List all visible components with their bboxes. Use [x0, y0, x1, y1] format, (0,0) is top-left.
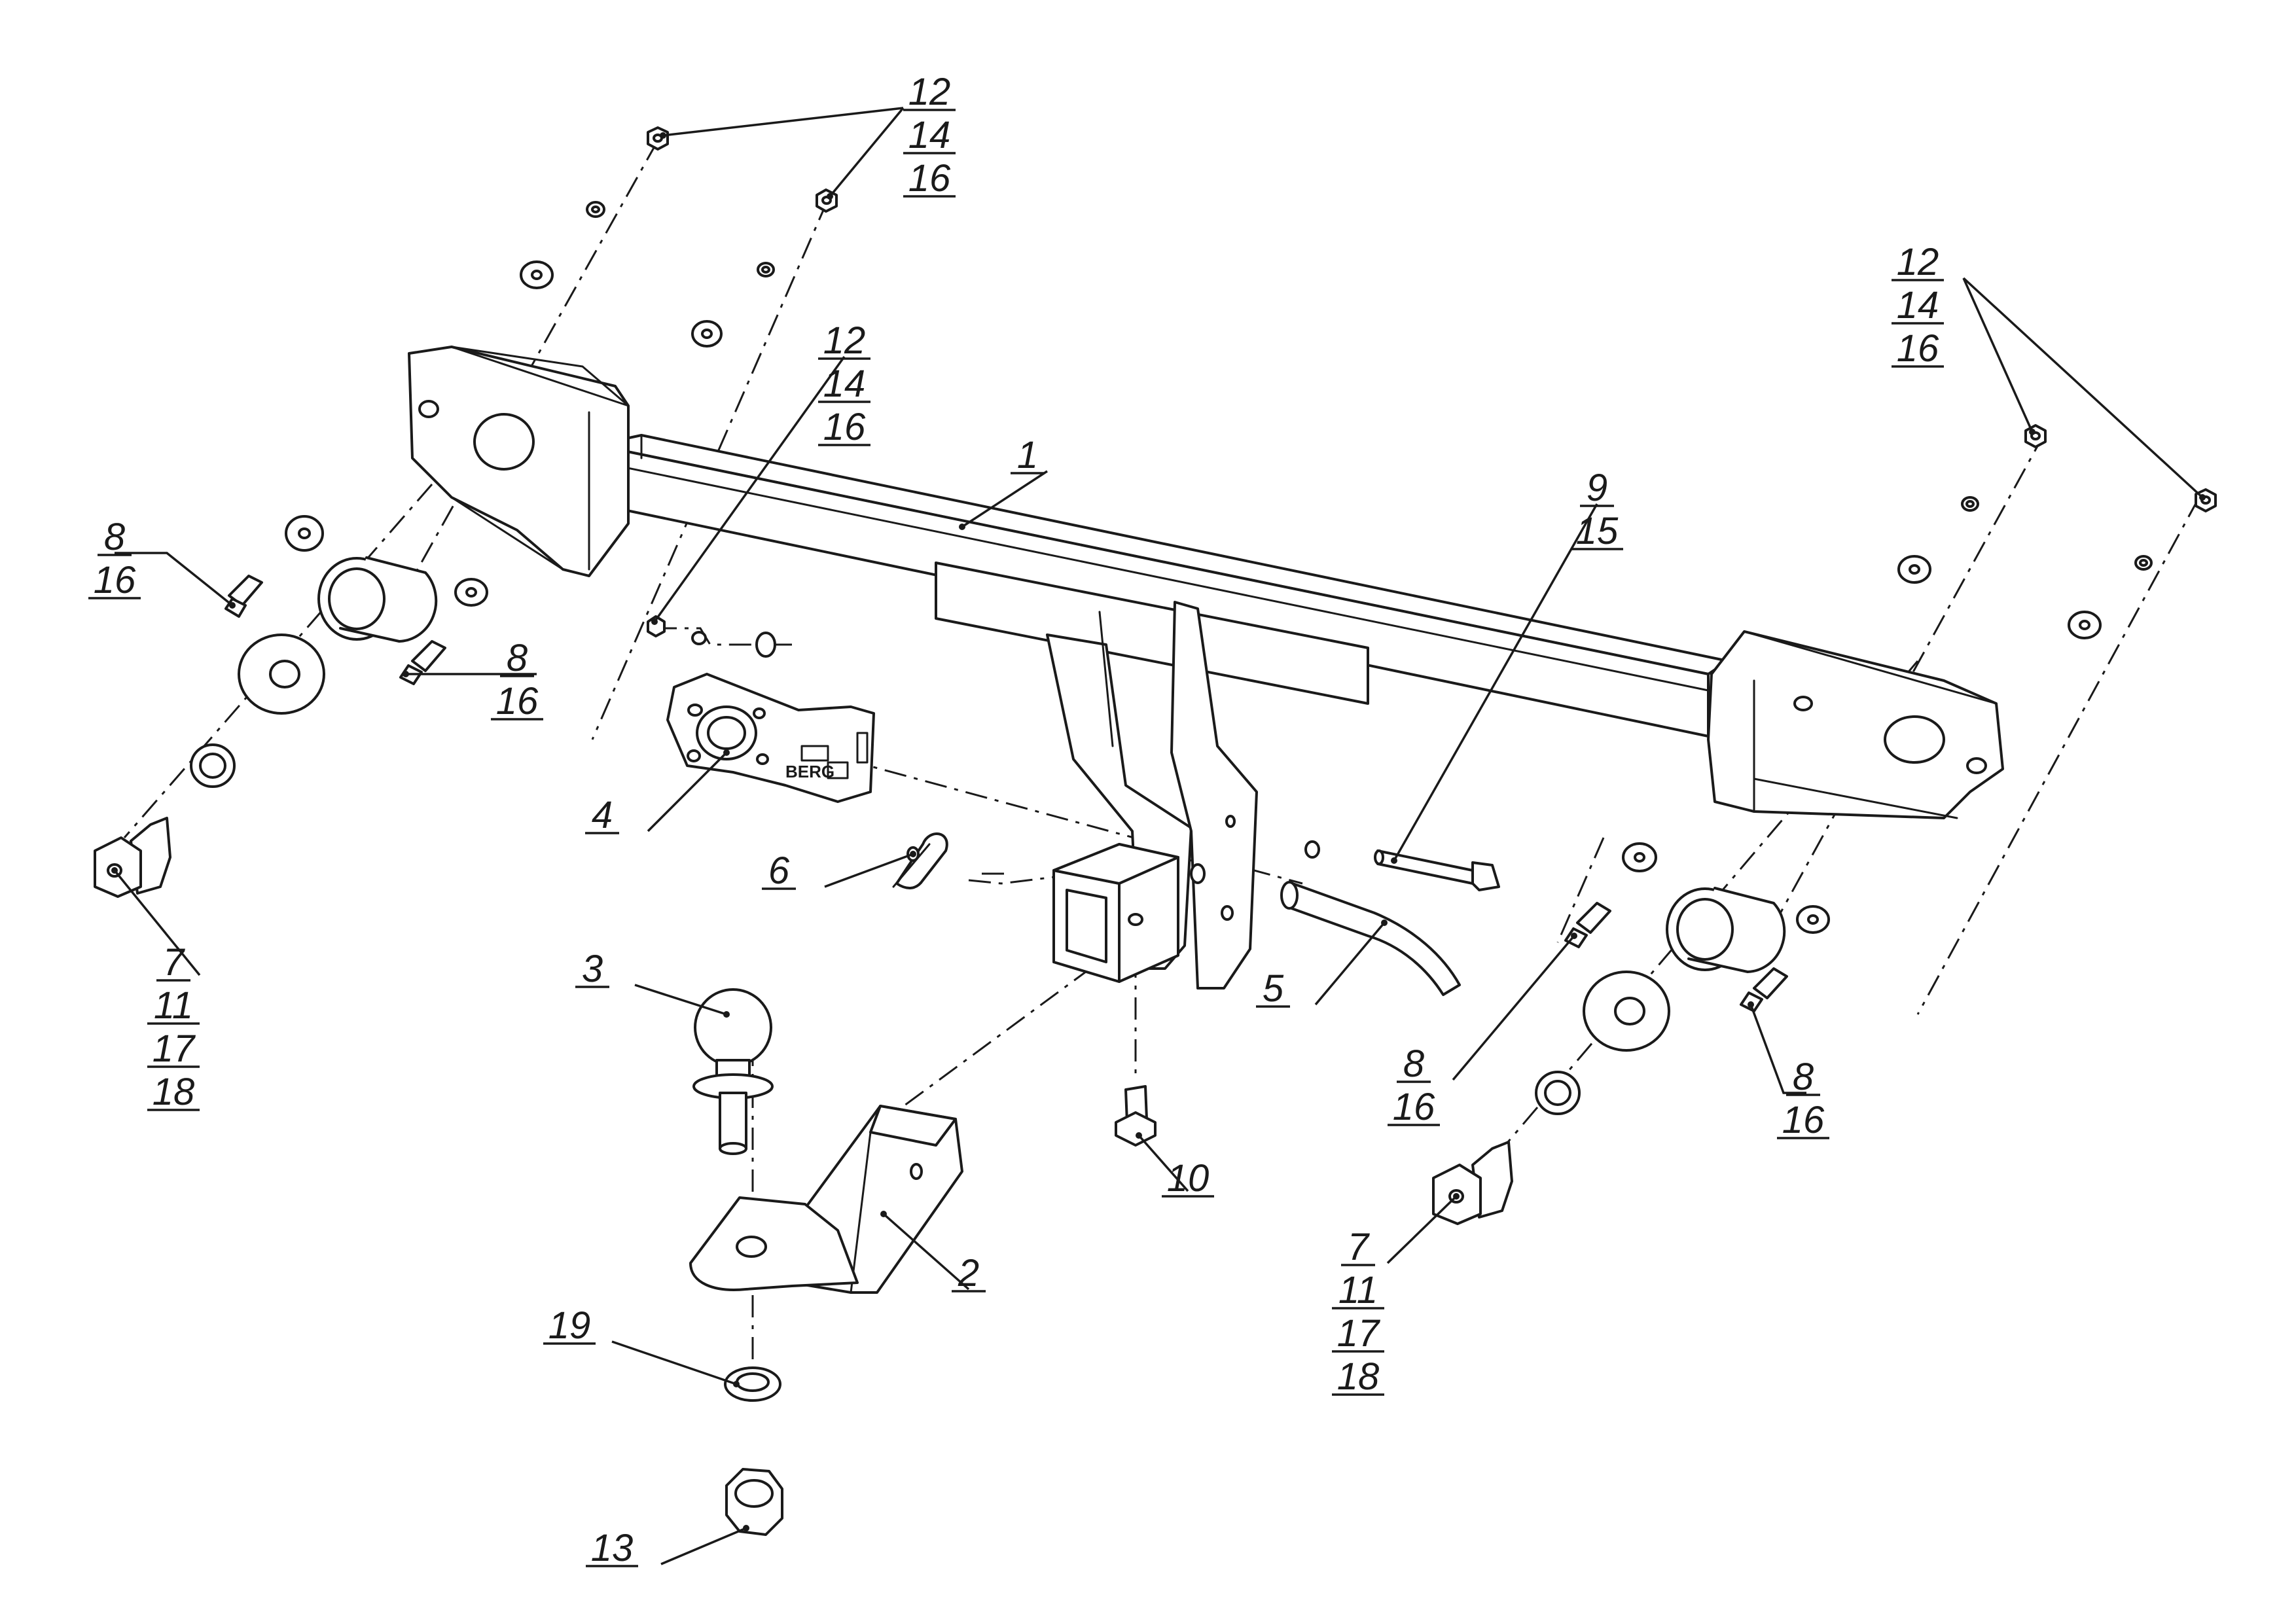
callout-number: 12 [823, 319, 866, 362]
callout-number: 8 [1403, 1043, 1424, 1085]
callout-number: 16 [496, 680, 539, 722]
callout-number: 14 [908, 114, 951, 156]
callout-number: 9 [1587, 467, 1607, 509]
callout-c-10: 10 [1162, 1157, 1214, 1200]
fasteners-left-stack [94, 515, 488, 898]
callout-c-3: 3 [575, 948, 609, 990]
callout-c-2: 2 [952, 1252, 986, 1294]
callout-number: 11 [154, 984, 193, 1027]
callout-number: 15 [1576, 510, 1619, 552]
callout-c-19: 19 [543, 1304, 596, 1347]
callout-c-13: 13 [586, 1527, 638, 1569]
washer-part-19 [724, 1366, 781, 1402]
callout-number: 18 [1337, 1355, 1380, 1398]
callout-number: 11 [1338, 1269, 1378, 1311]
callout-number: 8 [1793, 1056, 1814, 1098]
callout-number: 17 [1337, 1312, 1381, 1355]
callout-number: 12 [908, 71, 951, 113]
callout-number: 16 [1782, 1099, 1825, 1141]
callout-c-8-16-left2: 816 [491, 637, 543, 722]
hitch-pin-part-5 [1280, 881, 1461, 996]
callout-number: 14 [823, 363, 866, 405]
long-bolt-part-9 [1374, 849, 1500, 891]
callout-number: 8 [507, 637, 528, 679]
callout-c-8-16-right: 816 [1388, 1043, 1440, 1128]
callout-c-6: 6 [762, 849, 796, 892]
tow-ball-part-3 [692, 988, 774, 1155]
callout-number: 4 [592, 794, 613, 836]
callout-number: 7 [1348, 1226, 1371, 1268]
small-bolt-part-10 [1115, 1085, 1157, 1147]
callout-number: 12 [1897, 241, 1939, 283]
callout-number: 18 [152, 1071, 195, 1113]
ball-mount-part-2 [689, 1105, 963, 1294]
callout-number: 6 [768, 849, 790, 892]
callout-number: 5 [1263, 967, 1284, 1010]
fasteners-top-left [520, 126, 838, 348]
clip-pin-part-6 [892, 832, 948, 889]
callout-number: 13 [591, 1527, 634, 1569]
callout-number: 3 [582, 948, 603, 990]
leader-lines [111, 107, 2206, 1565]
socket-bracket-part-4: BERG [666, 673, 875, 803]
fasteners-top-right [1897, 424, 2217, 639]
callout-number: 2 [958, 1252, 979, 1294]
callout-number: 16 [1393, 1086, 1435, 1128]
brand-label: BERG [785, 762, 834, 781]
callout-number: 7 [163, 941, 186, 984]
callout-c-4: 4 [585, 794, 619, 836]
callout-number: 16 [908, 157, 951, 200]
callout-c-5: 5 [1256, 967, 1290, 1010]
callout-c-8-16-left: 816 [88, 516, 141, 601]
callout-c-9-15: 915 [1571, 467, 1623, 552]
callout-number: 8 [104, 516, 125, 558]
callout-number: 16 [823, 406, 866, 448]
fasteners-middle [647, 615, 1320, 859]
callout-number: 16 [1897, 327, 1939, 370]
callout-number: 1 [1017, 434, 1038, 476]
nut-part-13 [725, 1468, 783, 1536]
callout-number: 16 [94, 559, 136, 601]
callout-number: 14 [1897, 284, 1939, 327]
crossbar-part-1 [408, 346, 2004, 990]
callout-c-8-16-right2: 816 [1777, 1056, 1829, 1141]
callout-number: 19 [548, 1304, 591, 1347]
callout-number: 17 [152, 1027, 196, 1070]
callout-c-1: 1 [1011, 434, 1045, 476]
callout-number: 10 [1167, 1157, 1210, 1200]
